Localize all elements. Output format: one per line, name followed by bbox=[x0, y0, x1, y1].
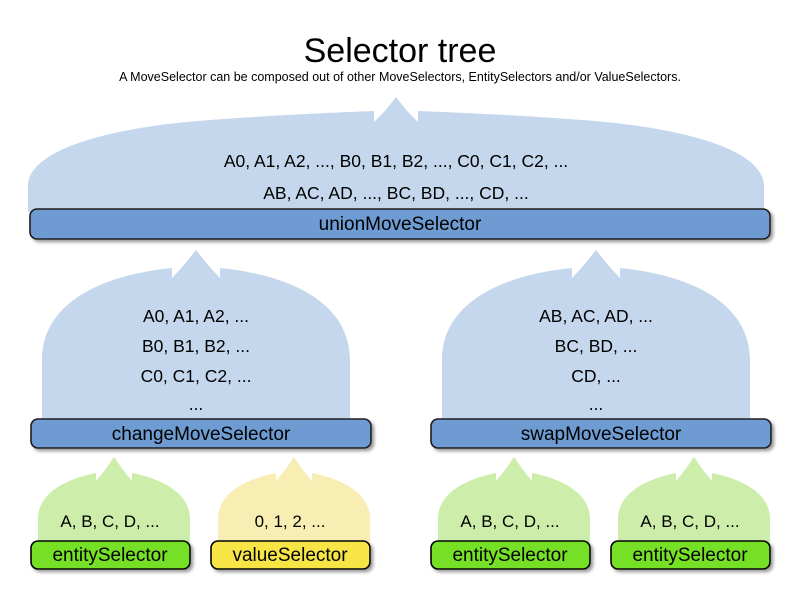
change-bar-label: changeMoveSelector bbox=[112, 424, 291, 445]
union-node: A0, A1, A2, ..., B0, B1, B2, ..., C0, C1… bbox=[28, 97, 771, 240]
swap-line-3: CD, ... bbox=[571, 366, 621, 386]
leaf-4-box[interactable] bbox=[610, 540, 771, 570]
leaf-2-bubble-shape bbox=[218, 457, 370, 550]
swap-bubble-shape bbox=[442, 250, 750, 423]
leaf-1-box[interactable] bbox=[30, 540, 191, 570]
page-subtitle: A MoveSelector can be composed out of ot… bbox=[119, 70, 681, 84]
leaf-2-label: valueSelector bbox=[232, 545, 348, 566]
change-move-selector-node: A0, A1, A2, ... B0, B1, B2, ... C0, C1, … bbox=[30, 250, 372, 449]
leaf-3-line: A, B, C, D, ... bbox=[460, 512, 559, 531]
swap-line-4: ... bbox=[589, 394, 604, 414]
swap-line-2: BC, BD, ... bbox=[555, 336, 638, 356]
leaf-4-bubble-shape bbox=[618, 457, 770, 550]
leaf-node-entity-selector-3: A, B, C, D, ... entitySelector bbox=[610, 457, 771, 570]
change-bubble-shape bbox=[42, 250, 350, 423]
union-bar-label: unionMoveSelector bbox=[319, 214, 482, 235]
union-line-1: A0, A1, A2, ..., B0, B1, B2, ..., C0, C1… bbox=[224, 151, 568, 171]
leaf-4-label: entitySelector bbox=[632, 545, 748, 566]
change-line-4: ... bbox=[189, 394, 204, 414]
leaf-1-line: A, B, C, D, ... bbox=[60, 512, 159, 531]
swap-line-1: AB, AC, AD, ... bbox=[539, 306, 653, 326]
leaf-node-entity-selector-1: A, B, C, D, ... entitySelector bbox=[30, 457, 191, 570]
swap-move-selector-node: AB, AC, AD, ... BC, BD, ... CD, ... ... … bbox=[430, 250, 772, 449]
leaf-2-line: 0, 1, 2, ... bbox=[255, 512, 326, 531]
change-line-3: C0, C1, C2, ... bbox=[141, 366, 252, 386]
leaf-3-bubble-shape bbox=[438, 457, 590, 550]
union-bubble-shape bbox=[28, 97, 764, 212]
leaf-3-box[interactable] bbox=[430, 540, 591, 570]
page-title: Selector tree bbox=[304, 32, 497, 70]
change-bar[interactable] bbox=[30, 418, 372, 449]
leaf-2-box[interactable] bbox=[210, 540, 371, 570]
swap-bar[interactable] bbox=[430, 418, 772, 449]
leaf-node-value-selector: 0, 1, 2, ... valueSelector bbox=[210, 457, 371, 570]
union-line-2: AB, AC, AD, ..., BC, BD, ..., CD, ... bbox=[263, 183, 528, 203]
change-line-2: B0, B1, B2, ... bbox=[142, 336, 250, 356]
union-bar[interactable] bbox=[29, 208, 771, 240]
leaf-3-label: entitySelector bbox=[452, 545, 568, 566]
change-line-1: A0, A1, A2, ... bbox=[143, 306, 249, 326]
swap-bar-label: swapMoveSelector bbox=[521, 424, 682, 445]
leaf-node-entity-selector-2: A, B, C, D, ... entitySelector bbox=[430, 457, 591, 570]
leaf-4-line: A, B, C, D, ... bbox=[640, 512, 739, 531]
leaf-1-bubble-shape bbox=[38, 457, 190, 550]
leaf-1-label: entitySelector bbox=[52, 545, 168, 566]
